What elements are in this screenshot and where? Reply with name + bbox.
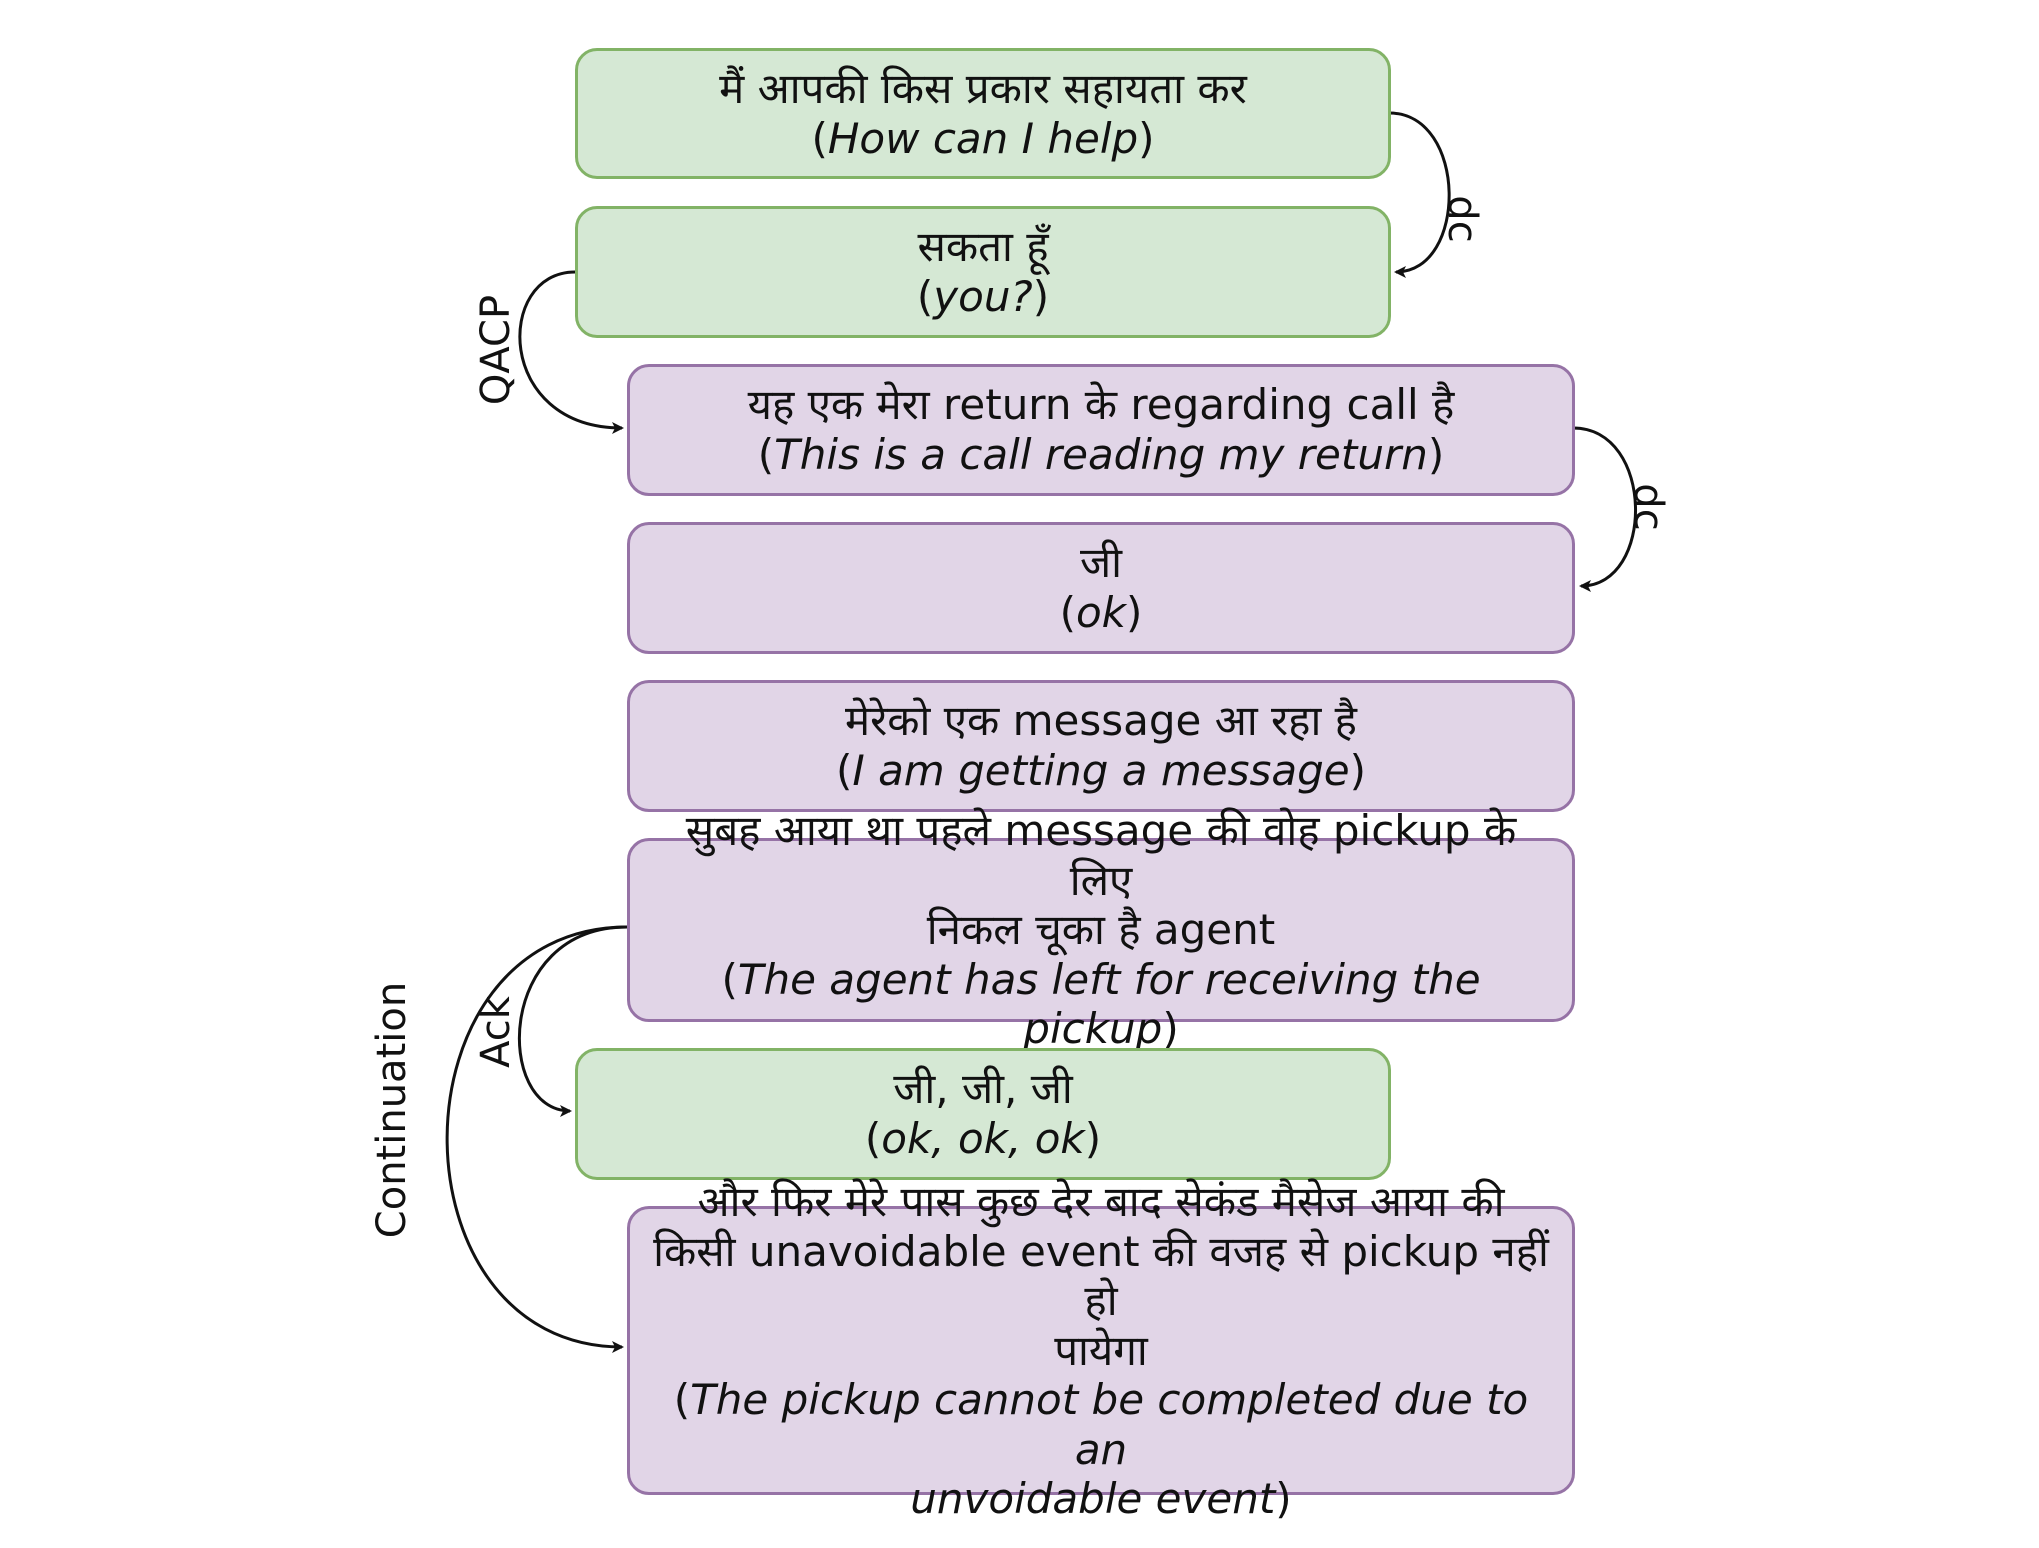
utterance-hindi-line: किसी unavoidable event की वजह से pickup … — [653, 1226, 1549, 1326]
utterance-translation: (This is a call reading my return) — [757, 430, 1445, 479]
utterance-box-5: मेरेको एक message आ रहा है (I am getting… — [627, 680, 1575, 812]
utterance-translation: (How can I help) — [811, 113, 1155, 163]
utterance-hindi-line: पायेगा — [1054, 1325, 1148, 1375]
utterance-box-8: और फिर मेरे पास कुछ देर बाद सेकंड मैसेज … — [627, 1177, 1575, 1523]
utterance-hindi-line: मैं आपकी किस प्रकार सहायता कर — [719, 63, 1247, 113]
utterance-hindi-line: सकता हूँ — [917, 222, 1049, 272]
utterance-hindi-line: सुबह आया था पहले message की वोह pickup क… — [685, 806, 1517, 905]
utterance-hindi-line: जी, जी, जी — [893, 1064, 1073, 1114]
utterance-translation: (ok) — [1059, 588, 1143, 637]
utterance-box-4: जी (ok) — [627, 522, 1575, 654]
utterance-box-2: सकता हूँ (you?) — [575, 206, 1391, 338]
utterance-hindi-line: यह एक मेरा return के regarding call है — [747, 380, 1455, 430]
utterance-box-7: जी, जी, जी (ok, ok, ok) — [575, 1048, 1391, 1180]
edge-dc-u1-u2 — [1388, 111, 1451, 278]
utterance-box-3: यह एक मेरा return के regarding call है (… — [627, 364, 1575, 496]
utterance-translation: (The pickup cannot be completed due to a… — [673, 1375, 1529, 1474]
utterance-translation: (you?) — [916, 272, 1050, 321]
utterance-hindi-line: और फिर मेरे पास कुछ देर बाद सेकंड मैसेज … — [697, 1177, 1505, 1227]
edge-qacp-u2-u3 — [518, 270, 624, 434]
utterance-box-6: सुबह आया था पहले message की वोह pickup क… — [627, 806, 1575, 1053]
utterance-translation: (ok, ok, ok) — [864, 1114, 1102, 1163]
edge-ack-u6-u7 — [518, 925, 628, 1117]
utterance-hindi-line: निकल चूका है agent — [926, 905, 1276, 955]
utterance-translation: (I am getting a message) — [835, 746, 1367, 795]
utterance-hindi-line: मेरेको एक message आ रहा है — [844, 696, 1357, 746]
utterance-translation: unvoidable event) — [910, 1474, 1292, 1524]
edge-continuation-u6-u8 — [445, 925, 628, 1353]
utterance-box-1: मैं आपकी किस प्रकार सहायता कर (How can I… — [575, 48, 1391, 179]
utterance-hindi-line: जी — [1079, 538, 1123, 588]
edge-dc-u3-u4 — [1572, 426, 1637, 592]
utterance-translation: (The agent has left for receiving the pi… — [721, 954, 1481, 1054]
